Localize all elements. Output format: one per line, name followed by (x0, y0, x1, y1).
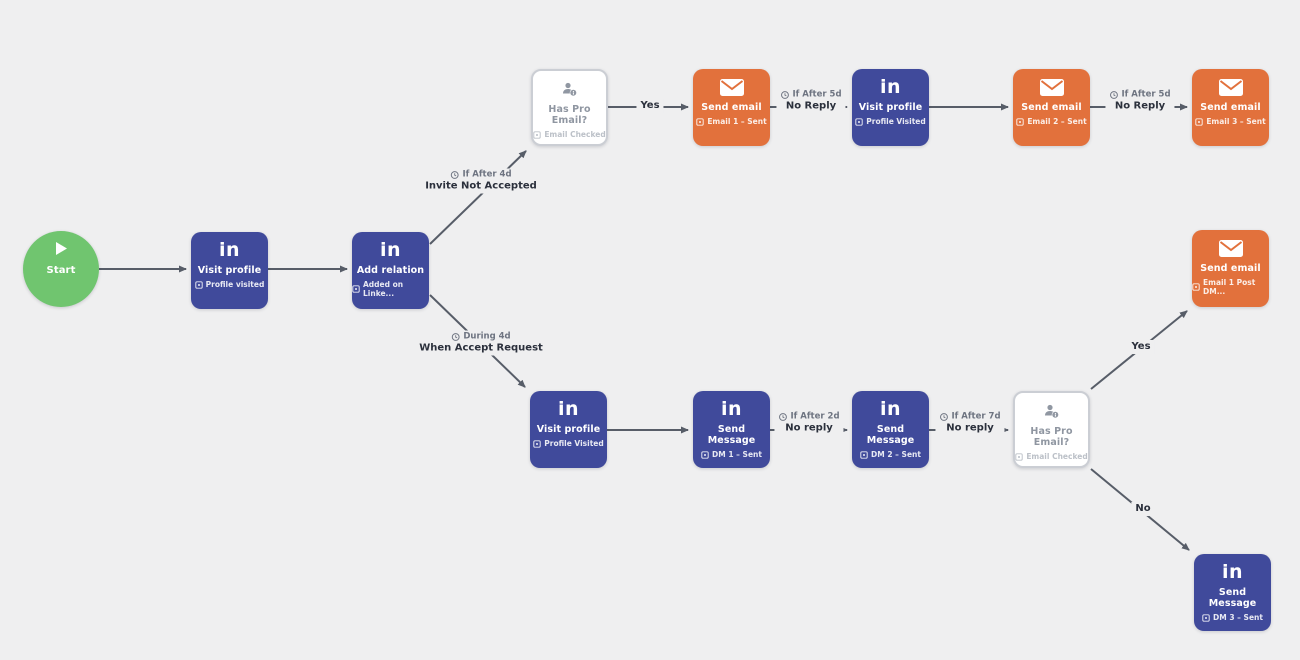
tag-icon (533, 130, 541, 139)
tag-icon (1195, 117, 1203, 126)
tag-icon (1016, 117, 1024, 126)
node-send-message-2[interactable]: in Send Message DM 2 – Sent (852, 391, 929, 468)
node-title: Visit profile (197, 265, 262, 276)
node-tag-label: Email 1 – Sent (707, 117, 767, 126)
person-info-icon (1043, 398, 1060, 424)
node-tag-label: Profile Visited (544, 439, 604, 448)
node-title: Send Message (1208, 587, 1257, 609)
node-send-message-3[interactable]: in Send Message DM 3 – Sent (1194, 554, 1271, 631)
linkedin-icon: in (879, 76, 902, 98)
node-tag: Profile visited (194, 280, 265, 289)
node-title: Has Pro Email? (1030, 426, 1073, 448)
node-title: Start (46, 265, 76, 276)
edge-haspro2-dm3 (1090, 468, 1190, 551)
tag-icon (352, 285, 360, 293)
envelope-icon (1218, 235, 1243, 261)
node-title: Has Pro Email? (548, 104, 591, 126)
edge-addrelation-haspro1 (429, 150, 527, 245)
tag-icon (1015, 452, 1023, 461)
envelope-icon (719, 74, 744, 100)
node-send-email-post-dm[interactable]: Send email Email 1 Post DM... (1192, 230, 1269, 307)
node-tag-label: Email 1 Post DM... (1203, 278, 1256, 296)
node-tag: Email 2 – Sent (1016, 117, 1087, 126)
node-title: Send Message (866, 424, 915, 446)
tag-icon (701, 450, 709, 459)
person-info-icon (561, 76, 578, 102)
node-title: Send email (1200, 263, 1261, 274)
node-tag-label: DM 1 – Sent (712, 450, 762, 459)
node-tag: Email 1 Post DM... (1192, 278, 1269, 296)
node-tag-label: Email Checked (1026, 452, 1088, 461)
linkedin-icon: in (720, 398, 743, 420)
node-tag-label: Email 2 – Sent (1027, 117, 1087, 126)
node-send-email-1[interactable]: Send email Email 1 – Sent (693, 69, 770, 146)
tag-icon (533, 439, 541, 448)
node-title: Send Message (707, 424, 756, 446)
node-start[interactable]: Start (23, 231, 99, 307)
node-tag: Email Checked (533, 130, 606, 139)
linkedin-icon: in (557, 398, 580, 420)
node-has-pro-email-2[interactable]: Has Pro Email? Email Checked (1013, 391, 1090, 468)
node-send-message-1[interactable]: in Send Message DM 1 – Sent (693, 391, 770, 468)
node-send-email-3[interactable]: Send email Email 3 – Sent (1192, 69, 1269, 146)
node-tag: Email 3 – Sent (1195, 117, 1266, 126)
linkedin-icon: in (218, 239, 241, 261)
node-title: Send email (1021, 102, 1082, 113)
node-tag: DM 3 – Sent (1202, 613, 1263, 622)
node-tag: Profile Visited (855, 117, 926, 126)
envelope-icon (1218, 74, 1243, 100)
node-tag-label: Profile Visited (866, 117, 926, 126)
node-tag-label: Added on Linke... (363, 280, 404, 298)
node-send-email-2[interactable]: Send email Email 2 – Sent (1013, 69, 1090, 146)
node-add-relation[interactable]: in Add relation Added on Linke... (352, 232, 429, 309)
tag-icon (855, 117, 863, 126)
node-tag: Profile Visited (533, 439, 604, 448)
edge-addrelation-visit3 (429, 294, 526, 388)
node-title: Visit profile (536, 424, 601, 435)
node-title: Add relation (356, 265, 425, 276)
tag-icon (194, 280, 203, 289)
node-visit-profile-2[interactable]: in Visit profile Profile Visited (852, 69, 929, 146)
linkedin-icon: in (379, 239, 402, 261)
node-tag: DM 2 – Sent (860, 450, 921, 459)
tag-icon (1192, 283, 1200, 291)
node-visit-profile-3[interactable]: in Visit profile Profile Visited (530, 391, 607, 468)
linkedin-icon: in (1221, 561, 1244, 583)
edge-haspro2-emailpostdm (1090, 310, 1188, 390)
node-title: Send email (701, 102, 762, 113)
node-tag: Email Checked (1015, 452, 1088, 461)
node-tag: DM 1 – Sent (701, 450, 762, 459)
linkedin-icon: in (879, 398, 902, 420)
tag-icon (860, 450, 868, 459)
node-tag: Email 1 – Sent (696, 117, 767, 126)
node-visit-profile-1[interactable]: in Visit profile Profile visited (191, 232, 268, 309)
node-tag-label: DM 2 – Sent (871, 450, 921, 459)
node-tag: Added on Linke... (352, 280, 429, 298)
node-has-pro-email-1[interactable]: Has Pro Email? Email Checked (531, 69, 608, 146)
node-tag-label: DM 3 – Sent (1213, 613, 1263, 622)
tag-icon (696, 117, 704, 126)
node-title: Visit profile (858, 102, 923, 113)
node-tag-label: Email Checked (544, 130, 606, 139)
node-tag-label: Email 3 – Sent (1206, 117, 1266, 126)
play-icon (55, 240, 68, 256)
node-tag-label: Profile visited (205, 280, 265, 289)
tag-icon (1202, 613, 1210, 622)
envelope-icon (1039, 74, 1064, 100)
node-title: Send email (1200, 102, 1261, 113)
